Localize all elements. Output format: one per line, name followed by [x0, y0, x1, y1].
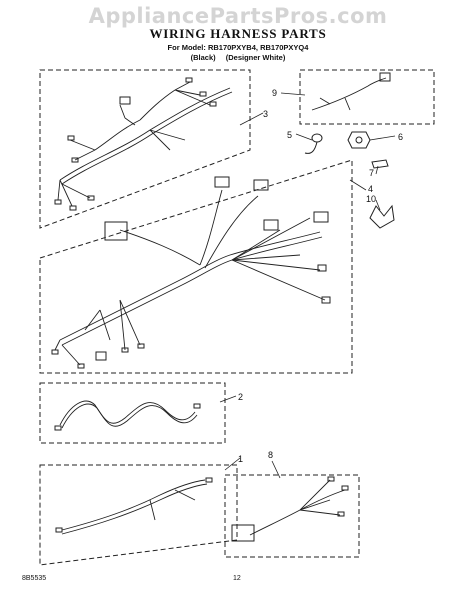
connector-harness-1-right	[205, 477, 213, 483]
part-7-terminal	[371, 159, 389, 169]
callout-5: 5	[287, 130, 292, 140]
connector-harness-4-top-a	[214, 176, 230, 188]
part-5-sensor	[304, 133, 323, 154]
harness-4-wires	[54, 189, 326, 366]
connector-harness-4-right-b	[313, 211, 329, 223]
callout-10: 10	[366, 194, 376, 204]
footer-code: 8B5535	[22, 575, 47, 582]
connector-harness-4-right-c	[317, 264, 327, 272]
connector-harness-2-left	[54, 425, 62, 431]
page-number: 12	[233, 575, 241, 582]
leader-lines	[219, 92, 396, 479]
connector-harness-4-top-b	[253, 179, 269, 191]
harness-8-wire	[249, 489, 346, 536]
connector-harness-8-block	[231, 524, 255, 542]
page-title: WIRING HARNESS PARTS	[149, 26, 327, 41]
connector-harness-4-right-d	[321, 296, 331, 304]
callout-numbers: 1 2 3 4 5 6 7 8 9 10	[238, 88, 403, 464]
variant-line: (Black) (Designer White)	[0, 53, 476, 62]
connector-harness-3-e	[71, 157, 79, 163]
connector-harness-3-g	[69, 205, 77, 211]
connector-harness-3-h	[87, 195, 95, 201]
connector-harness-3-f	[54, 199, 62, 205]
callout-2: 2	[238, 392, 243, 402]
callout-8: 8	[268, 450, 273, 460]
part-6-clamp	[347, 131, 371, 149]
part-9-wire	[311, 77, 387, 111]
connector-harness-4-left-c	[137, 343, 145, 349]
watermark: AppliancePartsPros.com	[88, 4, 388, 28]
connector-harness-1-left	[55, 527, 63, 533]
connector-harness-4-left-b	[121, 347, 129, 353]
callout-1: 1	[238, 454, 243, 464]
callout-7: 7	[369, 168, 374, 178]
part-9-connector	[379, 72, 391, 82]
model-line: For Model: RB170PXYB4, RB170PXYQ4	[167, 43, 309, 52]
connector-harness-8-c	[327, 476, 335, 482]
variant-black: (Black)	[190, 53, 216, 62]
connector-harness-4-left-a	[95, 351, 107, 361]
callout-6: 6	[398, 132, 403, 142]
harness-1-wire	[61, 479, 206, 531]
connector-harness-4-block	[104, 221, 128, 241]
connector-harness-3-b	[199, 91, 207, 97]
callout-9: 9	[272, 88, 277, 98]
connector-harness-3-c	[209, 101, 217, 107]
panel-harness-4	[39, 159, 353, 374]
part-10-clip	[369, 204, 395, 229]
panel-part-9	[299, 69, 435, 125]
connector-harness-2-right	[193, 403, 201, 409]
panel-harness-8	[224, 474, 360, 558]
connector-harness-3-a	[185, 77, 193, 83]
connector-harness-4-right-a	[263, 219, 279, 231]
connector-harness-8-a	[341, 485, 349, 491]
callout-4: 4	[368, 184, 373, 194]
panel-harness-2	[39, 382, 226, 444]
variant-white: (Designer White)	[225, 53, 286, 62]
connector-harness-4-left-e	[77, 363, 85, 369]
harness-2-wire	[59, 400, 196, 426]
connector-harness-8-b	[337, 511, 345, 517]
panel-harness-3	[39, 69, 251, 229]
connector-harness-4-left-d	[51, 349, 59, 355]
connector-harness-3-top	[119, 96, 131, 105]
connector-harness-3-d	[67, 135, 75, 141]
harness-3-wires	[57, 81, 233, 207]
callout-3: 3	[263, 109, 268, 119]
panel-harness-1	[39, 464, 238, 566]
